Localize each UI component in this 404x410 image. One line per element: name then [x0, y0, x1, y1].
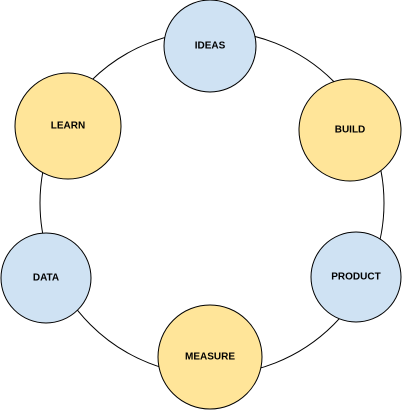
node-measure-label: MEASURE — [185, 352, 235, 363]
node-ideas-circle — [163, 0, 257, 93]
node-data-label: DATA — [33, 273, 59, 284]
node-product: PRODUCT — [310, 231, 402, 323]
node-data-circle — [0, 232, 92, 324]
node-learn-label: LEARN — [51, 121, 85, 132]
node-ideas: IDEAS — [163, 0, 257, 93]
node-learn-circle — [14, 72, 122, 180]
node-product-label: PRODUCT — [331, 272, 380, 283]
node-product-circle — [310, 231, 402, 323]
node-build-circle — [298, 78, 402, 182]
node-data: DATA — [0, 232, 92, 324]
node-ideas-label: IDEAS — [195, 41, 226, 52]
node-build: BUILD — [298, 78, 402, 182]
node-build-label: BUILD — [335, 125, 366, 136]
node-measure: MEASURE — [157, 304, 263, 410]
node-measure-circle — [157, 304, 263, 410]
node-learn: LEARN — [14, 72, 122, 180]
